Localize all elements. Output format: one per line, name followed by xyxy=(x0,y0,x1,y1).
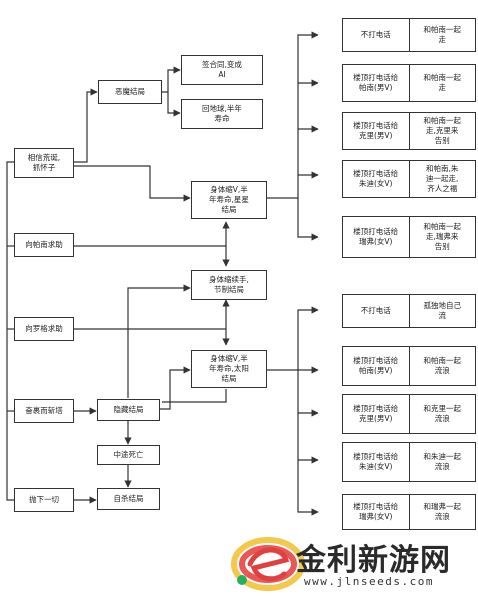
outcome-pair-top: 楼顶打电话给 朱迪(女V) 和帕南,朱 迪一起走, 齐人之福 xyxy=(342,160,476,198)
outcome-pair-bottom: 楼顶打电话给 帕南(男V) 和帕南一起 流浪 xyxy=(342,346,476,386)
result-cell: 和克里一起 流浪 xyxy=(408,395,476,433)
node-devil-ending: 恶魔结局 xyxy=(98,80,162,104)
node-jump-tower: 奋裹而斩塔 xyxy=(14,399,74,423)
result-cell: 孤独地自己 流 xyxy=(408,295,476,327)
outcome-pair-top: 楼顶打电话给 瑞弗(女V) 和帕南一起 走,瑞弗来 告别 xyxy=(342,216,476,258)
choice-cell: 不打电话 xyxy=(360,306,391,315)
node-body-helper: 身体缩续手, 节制结局 xyxy=(191,270,267,300)
choice-cell: 楼顶打电话给 帕南(男V) xyxy=(353,73,399,92)
choice-cell: 楼顶打电话给 克里(男V) xyxy=(353,121,399,140)
node-ask-parker: 向帕南求助 xyxy=(14,233,74,257)
outcome-pair-top: 不打电话 和帕南一起 走 xyxy=(342,18,476,52)
node-body-weak-star: 身体缩V,半 年寿命,星星 结局 xyxy=(191,181,267,219)
result-cell: 和瑞弗一起 流浪 xyxy=(408,495,476,529)
outcome-pair-bottom: 楼顶打电话给 克里(男V) 和克里一起 流浪 xyxy=(342,394,476,434)
result-cell: 和朱迪一起 流浪 xyxy=(408,443,476,481)
watermark-logo-icon xyxy=(231,537,305,591)
node-return-earth: 回地球,半年 寿命 xyxy=(181,99,263,129)
node-believe-monster: 相信荒诞, 抓怀子 xyxy=(14,148,74,178)
result-cell: 和帕南一起 走,克里来 告别 xyxy=(408,113,476,149)
choice-cell: 楼顶打电话给 瑞弗(女V) xyxy=(353,502,399,521)
outcome-pair-bottom: 楼顶打电话给 朱迪(女V) 和朱迪一起 流浪 xyxy=(342,442,476,482)
choice-cell: 楼顶打电话给 帕南(男V) xyxy=(353,356,399,375)
result-cell: 和帕南一起 走,瑞弗来 告别 xyxy=(408,217,476,257)
result-cell: 和帕南一起 流浪 xyxy=(408,347,476,385)
result-cell: 和帕南,朱 迪一起走, 齐人之福 xyxy=(408,161,476,197)
node-abandon-all: 抛下一切 xyxy=(14,488,74,512)
outcome-pair-top: 楼顶打电话给 帕南(男V) 和帕南一起 走 xyxy=(342,64,476,102)
outcome-pair-top: 楼顶打电话给 克里(男V) 和帕南一起 走,克里来 告别 xyxy=(342,112,476,150)
watermark-brand: 金利新游网 xyxy=(296,543,451,578)
choice-cell: 楼顶打电话给 朱迪(女V) xyxy=(353,169,399,188)
result-cell: 和帕南一起 走 xyxy=(408,19,476,51)
node-sign-contract: 签合同,变成 AI xyxy=(181,55,263,85)
choice-cell: 楼顶打电话给 克里(男V) xyxy=(353,404,399,423)
watermark-url: www.jlnseeds.com xyxy=(304,575,434,588)
node-ask-rossi: 向罗格求助 xyxy=(14,317,74,341)
outcome-pair-bottom: 不打电话 孤独地自己 流 xyxy=(342,294,476,328)
node-self-ending: 自杀结局 xyxy=(97,488,160,510)
node-body-weak-sun: 身体缩V,半 年寿命,太阳 结局 xyxy=(191,350,267,388)
choice-cell: 不打电话 xyxy=(360,30,391,39)
choice-cell: 楼顶打电话给 朱迪(女V) xyxy=(353,452,399,471)
node-mid-death: 中途死亡 xyxy=(97,445,160,465)
result-cell: 和帕南一起 走 xyxy=(408,65,476,101)
node-hidden-ending: 隐藏结局 xyxy=(97,399,160,421)
outcome-pair-bottom: 楼顶打电话给 瑞弗(女V) 和瑞弗一起 流浪 xyxy=(342,494,476,530)
choice-cell: 楼顶打电话给 瑞弗(女V) xyxy=(353,227,399,246)
